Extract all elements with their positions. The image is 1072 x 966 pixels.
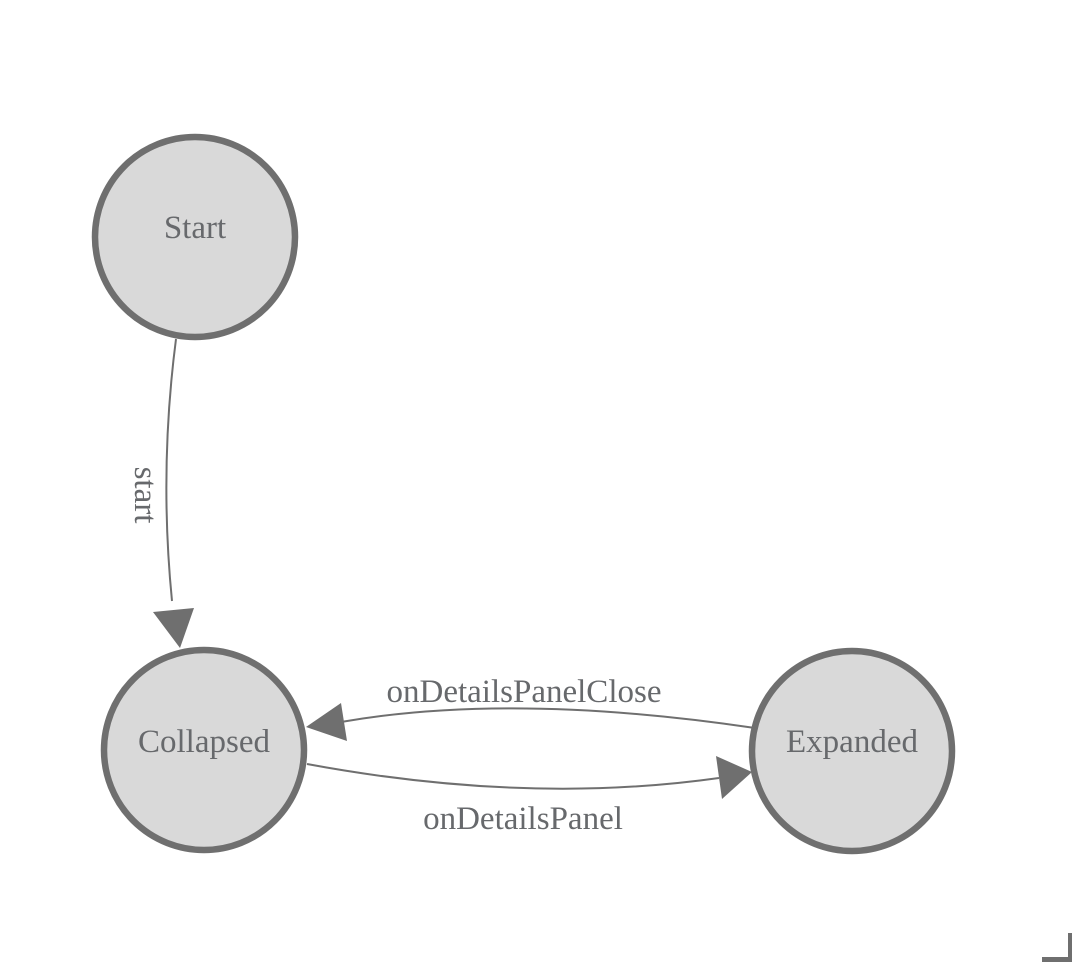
state-node-collapsed[interactable]: Collapsed	[100, 646, 308, 854]
edge-onDetailsPanelClose-arrowhead-icon	[306, 703, 347, 741]
edge-onDetailsPanelClose: onDetailsPanelClose	[306, 674, 756, 741]
edge-onDetailsPanel-line	[306, 763, 720, 790]
edge-onDetailsPanel-label: onDetailsPanel	[423, 801, 623, 837]
corner-mark-vertical-bar	[1068, 933, 1072, 962]
state-node-expanded[interactable]: Expanded	[748, 647, 956, 855]
state-node-expanded-label: Expanded	[786, 724, 918, 760]
corner-mark-horizontal-bar	[1042, 957, 1072, 962]
edge-onDetailsPanel: onDetailsPanel	[306, 756, 752, 837]
state-node-start-label: Start	[164, 210, 226, 246]
state-node-collapsed-circle[interactable]	[100, 646, 308, 854]
corner-mark	[1042, 933, 1072, 962]
edge-onDetailsPanel-arrowhead-icon	[716, 756, 752, 799]
edge-start-line	[165, 338, 177, 602]
state-node-start[interactable]: Start	[91, 133, 299, 341]
state-node-start-circle[interactable]	[91, 133, 299, 341]
state-node-expanded-circle[interactable]	[748, 647, 956, 855]
state-node-collapsed-label: Collapsed	[138, 724, 270, 760]
nodes-layer: Start Collapsed Expanded	[91, 133, 956, 855]
edge-start: start	[127, 338, 194, 648]
edge-onDetailsPanelClose-line	[340, 707, 756, 729]
edge-onDetailsPanelClose-label: onDetailsPanelClose	[387, 674, 662, 710]
edge-start-label: start	[127, 467, 163, 524]
edge-start-arrowhead-icon	[153, 608, 194, 648]
edges-layer: start onDetailsPanel onDetailsPanelClose	[127, 338, 756, 837]
